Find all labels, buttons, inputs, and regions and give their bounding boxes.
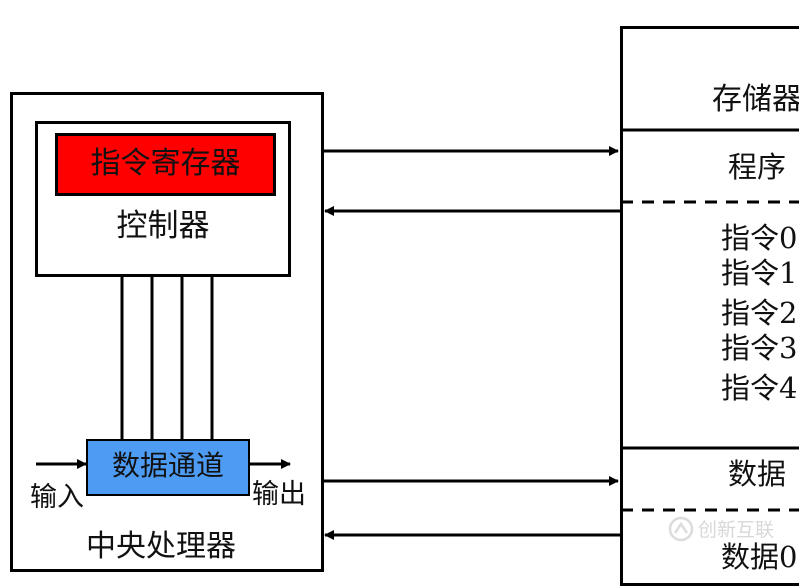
instruction-item: 指令2 [721,296,798,330]
memory-data-item: 数据0 [721,540,798,574]
output-label: 输出 [252,479,306,510]
watermark-logo: 创新互联 [668,515,774,542]
data-path-label: 数据通道 [111,449,224,482]
watermark-icon [668,516,694,541]
instruction-item: 指令4 [721,371,798,405]
instruction-item: 指令0 [721,221,798,255]
instruction-item: 指令3 [721,331,798,365]
input-label: 输入 [30,482,84,513]
instruction-item: 指令1 [721,256,798,290]
instruction-register-label: 指令寄存器 [90,146,241,181]
control-bus [120,276,214,439]
data-path-box [86,439,250,496]
cpu-title: 中央处理器 [86,529,236,564]
controller-label: 控制器 [116,208,210,244]
memory-program-label: 程序 [728,150,787,184]
memory-data-label: 数据 [728,457,787,491]
instruction-register-box [55,133,276,196]
connector-layer [36,128,799,540]
memory-title: 存储器 [712,82,799,117]
watermark-text: 创新互联 [698,519,775,541]
